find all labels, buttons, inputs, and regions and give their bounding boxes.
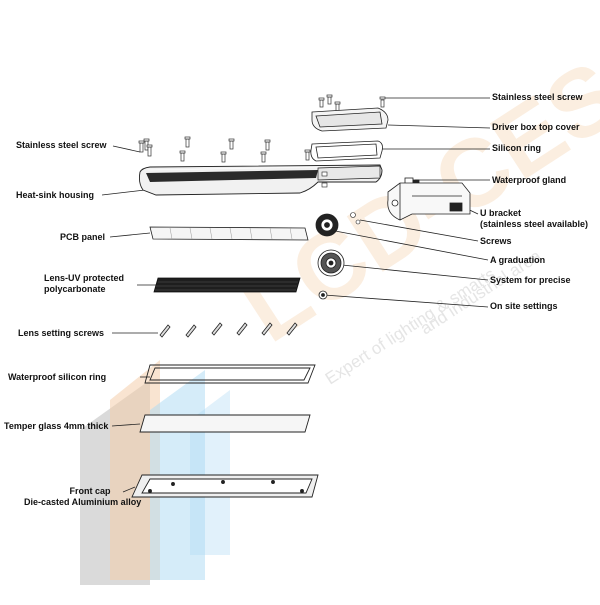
label-silicon-ring: Silicon ring	[492, 143, 542, 153]
label-lens-uv-protected: Lens-UV protected	[44, 273, 125, 283]
label-waterproof-silicon-ring: Waterproof silicon ring	[8, 372, 107, 382]
heatsink-housing	[138, 164, 383, 196]
label-stainless-steel-screw-left: Stainless steel screw	[16, 140, 107, 150]
graduation-knob	[315, 213, 339, 237]
leader-system	[341, 264, 489, 281]
label-pcb-panel: PCB panel	[60, 232, 106, 242]
lens-panel	[153, 277, 301, 293]
label-temper-glass: Temper glass 4mm thick	[4, 421, 109, 431]
temper-glass	[139, 414, 311, 433]
label-heat-sink-housing: Heat-sink housing	[16, 190, 95, 200]
setting-nut	[318, 290, 328, 300]
waterproof-silicon-ring	[144, 364, 316, 384]
pcb-panel	[149, 226, 309, 241]
heatsink-screws	[138, 136, 311, 163]
label-u-bracket-note: (stainless steel available)	[480, 219, 589, 229]
lens-setting-screws	[159, 322, 298, 338]
precision-dial	[317, 249, 345, 277]
label-screws: Screws	[480, 236, 512, 246]
leader-heatsink	[101, 189, 146, 196]
label-die-casted-aluminium: Die-casted Aluminium alloy	[24, 497, 142, 507]
label-front-cap: Front cap	[69, 486, 111, 496]
label-system-for-precise: System for precise	[490, 275, 571, 285]
front-cap	[131, 474, 319, 498]
silicon-ring	[310, 140, 383, 162]
leader-screws	[359, 219, 479, 242]
label-polycarbonate: polycarbonate	[44, 284, 106, 294]
leader-graduation	[329, 229, 489, 261]
leader-ss-screw-left	[112, 145, 141, 153]
leader-driver-cover	[387, 124, 491, 129]
label-lens-setting-screws: Lens setting screws	[18, 328, 105, 338]
u-bracket	[387, 182, 471, 221]
label-u-bracket: U bracket	[480, 208, 522, 218]
label-waterproof-gland: Waterproof gland	[492, 175, 567, 185]
leader-front-cap	[122, 486, 136, 493]
leader-glass	[111, 423, 141, 427]
label-graduation: A graduation	[490, 255, 546, 265]
watermark-stripe-gray	[80, 380, 150, 585]
label-on-site-settings: On site settings	[490, 301, 558, 311]
driver-box-cover	[311, 107, 389, 132]
leader-lines	[101, 97, 491, 493]
leader-pcb	[109, 232, 151, 238]
leader-on-site	[323, 294, 489, 308]
label-driver-box-top-cover: Driver box top cover	[492, 122, 580, 132]
label-stainless-steel-screw-top: Stainless steel screw	[492, 92, 583, 102]
small-screws	[350, 212, 361, 225]
